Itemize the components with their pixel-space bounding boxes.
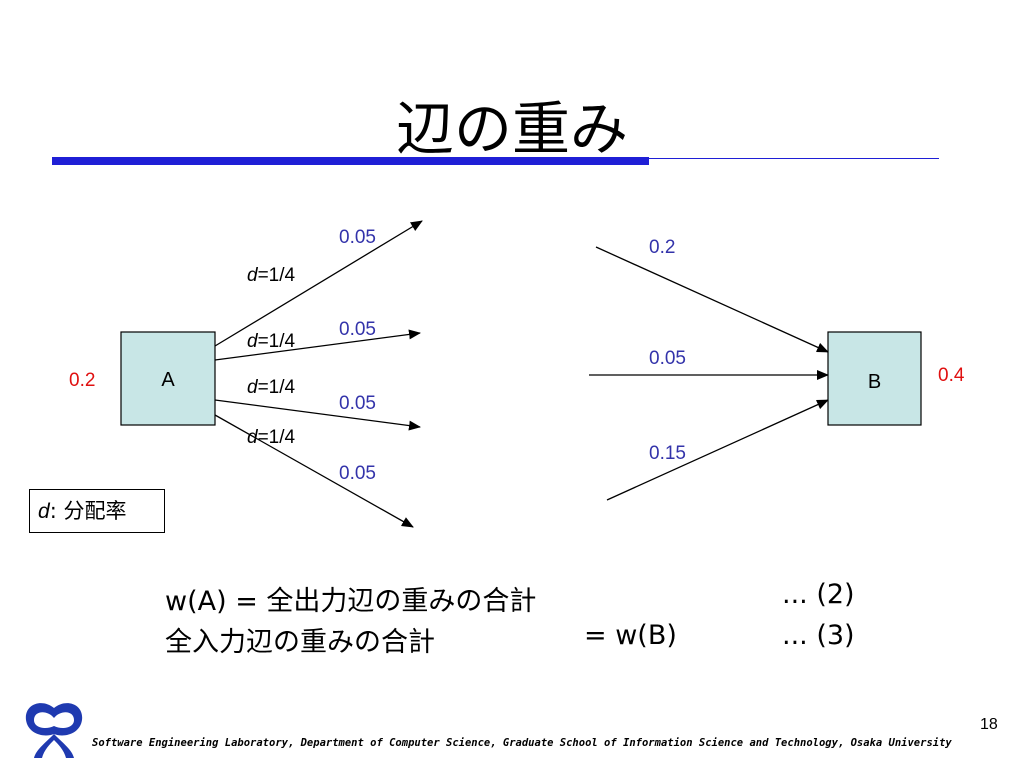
legend-text: : 分配率 [49,499,127,523]
out-edge-4 [214,414,414,528]
out-edge-4-distribution: d=1/4 [247,427,296,448]
node-b-weight: 0.4 [938,365,965,386]
equation-3-ref: ... (3) [782,620,855,651]
university-logo-icon [25,703,83,758]
in-edge-3 [606,399,829,501]
slide-title: 辺の重み [395,95,628,163]
title-underline-thin [649,158,939,159]
legend-symbol: d [38,500,50,523]
node-a-label: A [161,369,175,391]
title-underline-thick [52,157,649,165]
out-edge-3-weight: 0.05 [339,393,376,414]
footer-affiliation: Software Engineering Laboratory, Departm… [92,737,952,749]
in-edge-1-weight: 0.2 [649,237,676,258]
equation-3-left: 全入力辺の重みの合計 [165,627,435,658]
equation-2-left: w(A) = 全出力辺の重みの合計 [165,586,537,617]
out-edge-1-distribution: d=1/4 [247,265,296,286]
out-edge-2-weight: 0.05 [339,319,376,340]
out-edge-1 [214,220,423,347]
page-number: 18 [980,716,998,733]
out-edge-2-distribution: d=1/4 [247,331,296,352]
node-a-box [120,331,216,426]
node-b-label: B [867,371,882,393]
in-edge-2-weight: 0.05 [649,348,686,369]
node-a-weight: 0.2 [69,370,96,391]
equation-3-mid: = w(B) [584,620,677,651]
node-b-box [827,331,922,426]
out-edge-2 [214,329,421,361]
out-edge-1-weight: 0.05 [339,227,376,248]
in-edge-3-weight: 0.15 [649,443,686,464]
out-edge-3 [214,399,421,431]
legend-box: d: 分配率 [29,489,165,533]
out-edge-3-distribution: d=1/4 [247,377,296,398]
in-edge-1 [595,246,829,353]
equation-2-ref: ... (2) [782,579,855,610]
out-edge-4-weight: 0.05 [339,463,376,484]
